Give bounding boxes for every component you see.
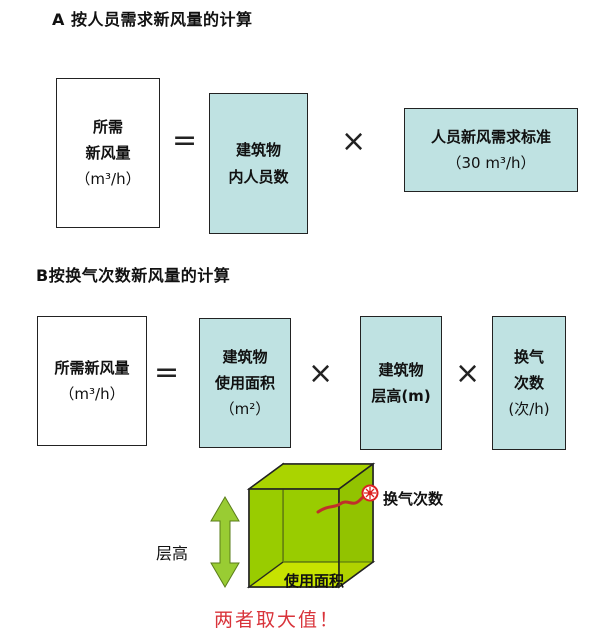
equals-sign: = [172,126,197,156]
box-line: （m³/h） [59,381,124,407]
box-line: （m²） [220,396,271,422]
air-change-rate-box: 换气 次数 (次/h) [492,316,566,450]
equals-sign: = [154,358,179,388]
box-line: （30 m³/h） [446,150,535,176]
floor-height-box: 建筑物 层高(m) [360,316,442,450]
occupant-count-box: 建筑物 内人员数 [209,93,308,234]
air-change-label: 换气次数 [383,488,443,509]
box-line: 所需 [93,114,123,140]
floor-area-label: 使用面积 [284,570,344,591]
box-line: （m³/h） [75,166,140,192]
box-line: (次/h) [508,396,549,422]
box-line: 新风量 [85,140,130,166]
required-airflow-box-b: 所需新风量 （m³/h） [37,316,147,446]
box-line: 建筑物 [222,344,267,370]
box-line: 建筑物 [236,137,281,163]
height-arrow-icon [211,497,239,587]
floor-height-label: 层高 [156,540,188,564]
conclusion-text: 两者取大值！ [214,605,340,632]
section-a-heading: A 按人员需求新风量的计算 [52,6,252,30]
floor-area-box: 建筑物 使用面积 （m²） [199,318,291,448]
box-line: 内人员数 [228,164,288,190]
box-line: 人员新风需求标准 [431,124,551,150]
times-sign: × [308,359,333,389]
box-line: 层高(m) [371,383,430,409]
box-line: 建筑物 [378,357,423,383]
box-line: 所需新风量 [54,355,129,381]
times-sign: × [341,127,366,157]
box-line: 换气 [514,344,544,370]
section-b-heading: B按换气次数新风量的计算 [36,262,230,286]
box-line: 次数 [514,370,544,396]
fan-icon [363,486,378,501]
times-sign: × [455,359,480,389]
required-airflow-box-a: 所需 新风量 （m³/h） [56,78,160,228]
per-person-standard-box: 人员新风需求标准 （30 m³/h） [404,108,578,192]
box-line: 使用面积 [215,370,275,396]
